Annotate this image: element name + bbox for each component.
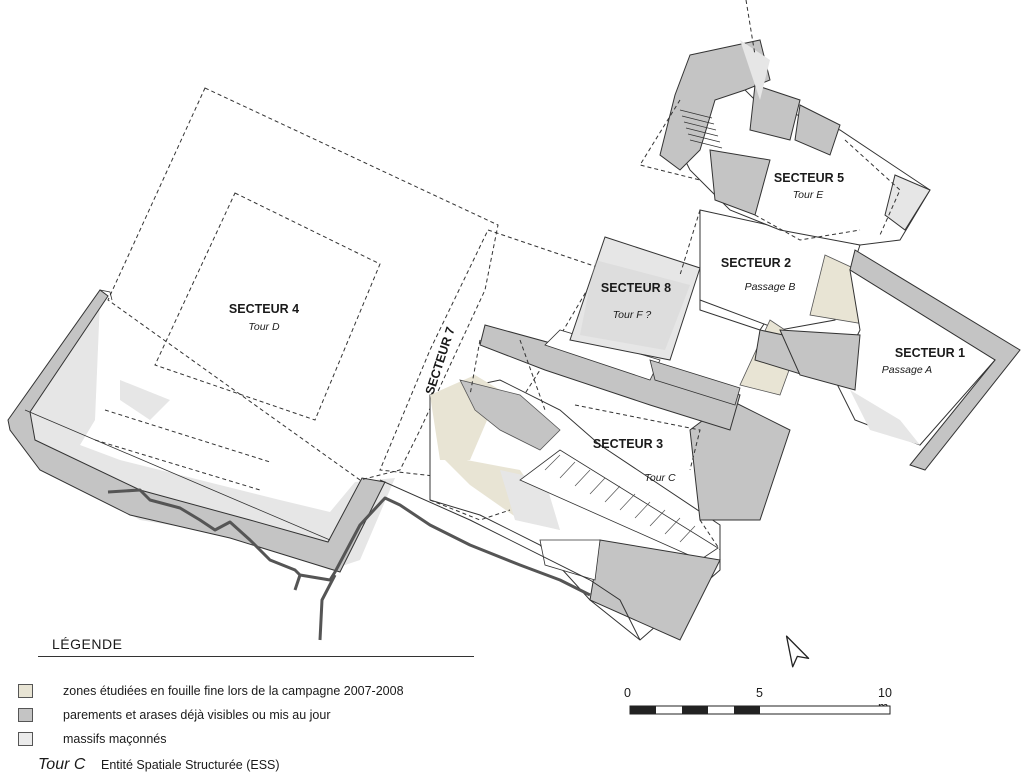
sector-4-label: SECTEUR 4 (229, 302, 299, 316)
legend-item-fine-excavation: zones étudiées en fouille fine lors de l… (18, 684, 404, 698)
legend-swatch-walls (18, 708, 33, 722)
scale-tick-5: 5 (756, 686, 763, 700)
legend: LÉGENDE (38, 636, 474, 657)
legend-ess-label: Entité Spatiale Structurée (ESS) (101, 758, 280, 772)
sector-1-sublabel: Passage A (882, 364, 932, 376)
scale-bar-graphic (629, 705, 891, 715)
legend-swatch-fine-excavation (18, 684, 33, 698)
sector-5-label: SECTEUR 5 (774, 171, 844, 185)
sector-8-sublabel: Tour F ? (613, 309, 652, 321)
legend-item-ess: Tour C Entité Spatiale Structurée (ESS) (38, 756, 280, 774)
secteur-1-structure (779, 249, 1021, 471)
sector-1-label: SECTEUR 1 (895, 346, 965, 360)
legend-item-walls: parements et arases déjà visibles ou mis… (18, 708, 331, 722)
secteur-3-structure (379, 375, 791, 641)
legend-label-masonry: massifs maçonnés (63, 732, 167, 746)
dashed-reconstructions (429, 0, 901, 551)
sector-3-label: SECTEUR 3 (593, 437, 663, 451)
legend-title: LÉGENDE (38, 636, 474, 657)
secteur-5-structure (659, 39, 931, 246)
north-arrow-icon (785, 635, 810, 668)
legend-swatch-masonry (18, 732, 33, 746)
legend-item-masonry: massifs maçonnés (18, 732, 167, 746)
sector-4-sublabel: Tour D (248, 321, 280, 333)
rock-contour (107, 488, 591, 641)
secteur-4-structure (7, 87, 499, 573)
sector-2-sublabel: Passage B (745, 281, 796, 293)
scale-tick-0: 0 (624, 686, 631, 700)
sector-3-sublabel: Tour C (644, 472, 676, 484)
central-wall (479, 324, 741, 431)
legend-ess-key: Tour C (38, 756, 86, 773)
sector-5-sublabel: Tour E (793, 189, 825, 201)
legend-label-fine-excavation: zones étudiées en fouille fine lors de l… (63, 684, 404, 698)
sector-2-label: SECTEUR 2 (721, 256, 791, 270)
sector-8-label: SECTEUR 8 (601, 281, 671, 295)
legend-label-walls: parements et arases déjà visibles ou mis… (63, 708, 331, 722)
scale-bar: 0 5 10 m (624, 686, 892, 726)
